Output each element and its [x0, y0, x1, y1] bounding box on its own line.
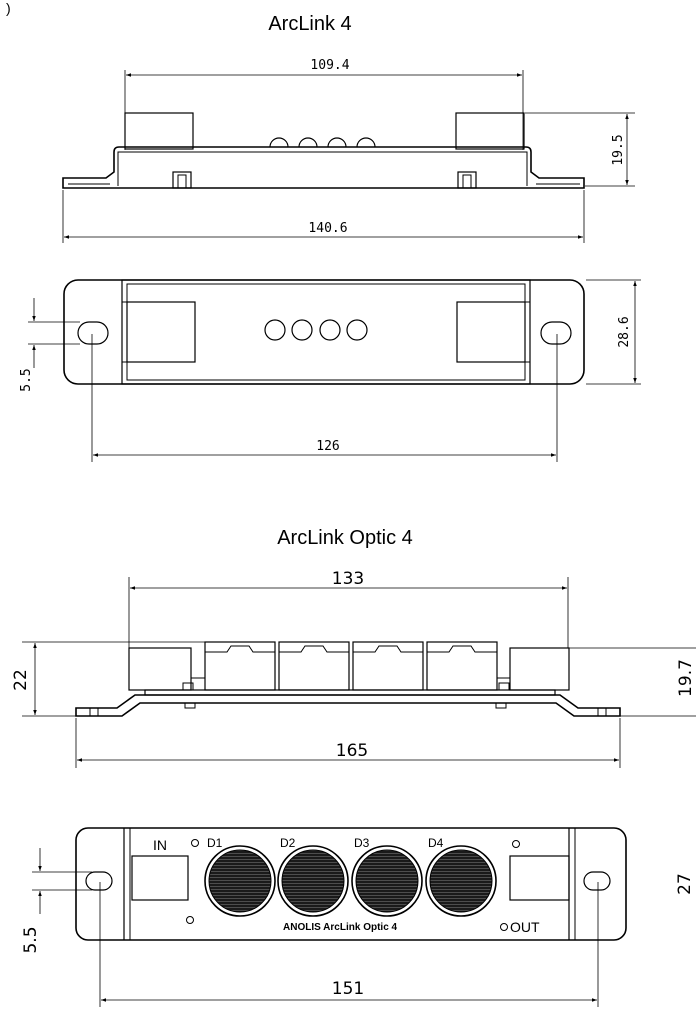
optic4-fiber-connectors — [204, 845, 497, 917]
optic4-dim-5-5: 5.5 — [21, 926, 41, 953]
arclink4-dim-126: 126 — [316, 439, 339, 454]
arclink-optic4-top-view: IN D1 D2 D3 D4 ANOLIS ArcLink Optic 4 OU… — [21, 827, 695, 1007]
optic4-label-d2: D2 — [280, 836, 296, 850]
arclink4-dim-109: 109.4 — [310, 58, 349, 73]
top-fragment: ) — [6, 0, 11, 16]
arclink4-dim-28: 28.6 — [617, 316, 632, 347]
optic4-label-d3: D3 — [354, 836, 370, 850]
optic4-label-d1: D1 — [207, 836, 223, 850]
optic4-label-out: OUT — [510, 919, 540, 935]
optic4-dim-22: 22 — [11, 669, 31, 691]
arclink4-top-view: 5.5 28.6 126 — [19, 279, 641, 462]
arclink4-dim-140: 140.6 — [308, 221, 347, 236]
arclink-optic4-side-view: 133 22 19.7 — [11, 569, 696, 768]
optic4-brand-label: ANOLIS ArcLink Optic 4 — [283, 922, 398, 933]
optic4-label-d4: D4 — [428, 836, 444, 850]
optic4-dim-165: 165 — [336, 741, 368, 761]
optic4-dim-151: 151 — [332, 979, 364, 999]
optic4-side-connectors — [191, 641, 510, 691]
optic4-label-in: IN — [153, 837, 167, 853]
arclink4-dim-5-5: 5.5 — [19, 368, 34, 391]
optic4-dim-27: 27 — [675, 873, 695, 895]
optic4-dim-19-7: 19.7 — [676, 659, 696, 697]
arclink-optic4-title: ArcLink Optic 4 — [277, 527, 413, 549]
optic4-dim-133: 133 — [332, 569, 364, 589]
arclink4-dim-19: 19.5 — [611, 134, 626, 165]
arclink4-side-view: 109.4 19.5 140.6 — [62, 58, 635, 243]
arclink4-title: ArcLink 4 — [268, 13, 351, 35]
